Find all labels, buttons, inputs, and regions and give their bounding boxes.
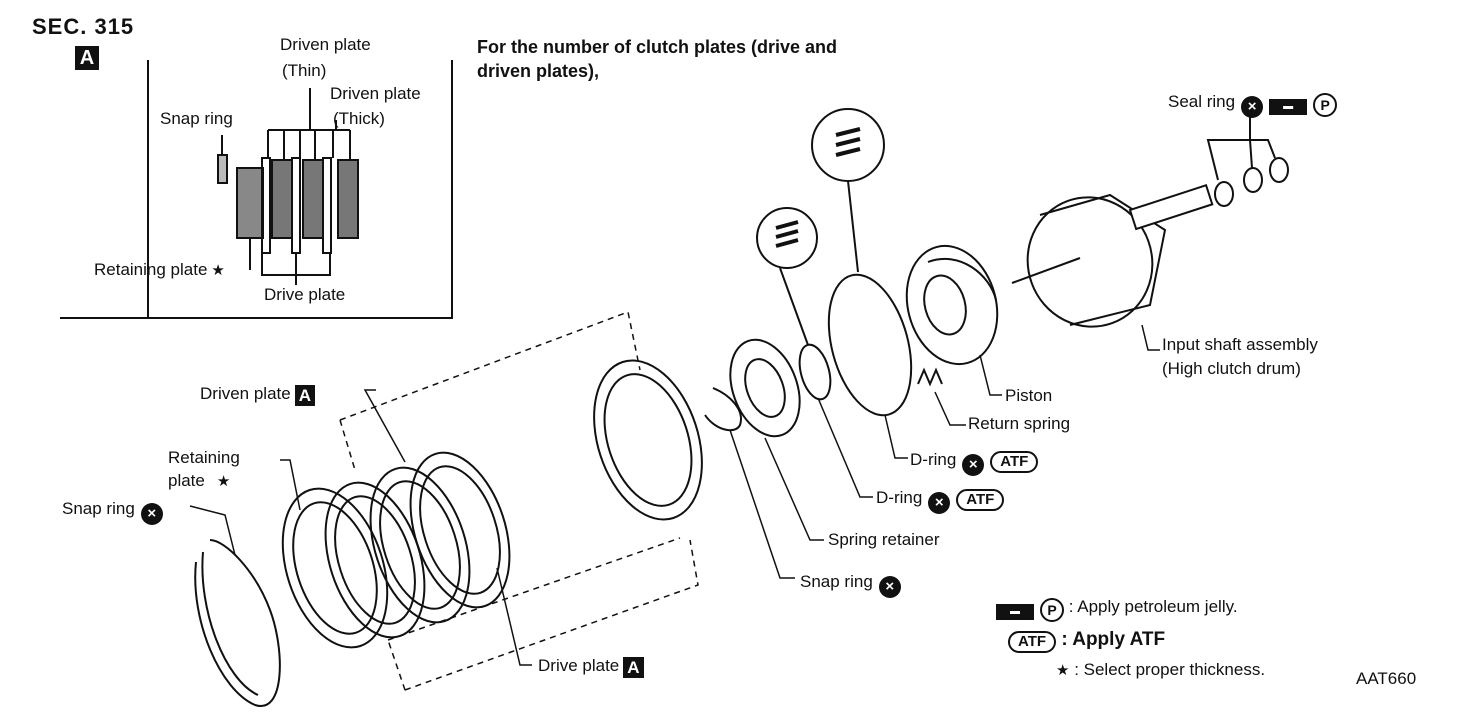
outer-snap-ring xyxy=(194,539,281,707)
inset-driven-thick-sub: (Thick) xyxy=(333,109,385,128)
note-line-2: driven plates), xyxy=(477,61,600,81)
inset-snap-ring xyxy=(217,154,228,184)
clutch-plate-1 xyxy=(324,481,426,639)
star-icon: ★ xyxy=(211,262,225,279)
retaining-plate-label-2: plate★ xyxy=(168,471,231,490)
snap-ring-inner-label: Snap ring× xyxy=(800,573,901,598)
legend-petroleum: ▬P : Apply petroleum jelly. xyxy=(996,598,1238,622)
return-spring-label: Return spring xyxy=(968,414,1071,433)
d-ring-callout-outer xyxy=(811,108,885,182)
input-shaft-label: Input shaft assembly xyxy=(1162,335,1318,354)
inset-plate-3 xyxy=(291,157,301,254)
inset-driven-thick-label: Driven plate xyxy=(330,84,421,103)
inset-retaining-plate xyxy=(236,167,264,239)
inset-leaders xyxy=(221,88,351,285)
high-clutch-drum xyxy=(1026,196,1154,328)
piston-label: Piston xyxy=(1005,386,1053,405)
seal-ring-1 xyxy=(1214,181,1234,207)
inset-plate-1 xyxy=(261,157,271,254)
figure-code: AAT660 xyxy=(1356,669,1417,688)
inset-retaining-plate-label: Retaining plate★ xyxy=(94,260,225,279)
spring-retainer xyxy=(729,338,801,438)
return-spring xyxy=(917,367,943,387)
seal-ring-2 xyxy=(1243,167,1263,193)
retaining-plate-label-1: Retaining xyxy=(168,448,240,467)
clutch-plate-3 xyxy=(409,451,511,609)
inset-driven-thin-sub: (Thin) xyxy=(282,61,327,80)
legend-atf: ATF : Apply ATF xyxy=(1008,630,1165,653)
replace-icon: × xyxy=(928,492,951,514)
inset-tag-a: A xyxy=(75,46,99,70)
input-shaft xyxy=(1128,184,1214,231)
d-ring-outer-label: D-ring×ATF xyxy=(910,451,1039,476)
star-icon: ★ xyxy=(216,473,231,490)
replace-icon: × xyxy=(140,503,163,525)
petroleum-icon: P xyxy=(1040,598,1064,622)
tag-a-icon: A xyxy=(294,385,315,406)
leaders xyxy=(189,324,1160,666)
inset-drive-plate-label: Drive plate xyxy=(264,285,346,304)
d-ring-callout-inner xyxy=(756,207,818,269)
note-line-1: For the number of clutch plates (drive a… xyxy=(477,37,838,57)
seal-ring-3 xyxy=(1269,157,1289,183)
d-ring-inner-label: D-ring×ATF xyxy=(876,489,1005,514)
retaining-plate xyxy=(281,487,389,649)
replace-icon: × xyxy=(962,454,985,476)
spring-retainer-label: Spring retainer xyxy=(828,530,940,549)
petroleum-jelly-icon: ▬ xyxy=(1269,99,1308,115)
clutch-plate-2 xyxy=(369,466,471,624)
tag-a-icon: A xyxy=(623,657,644,678)
section-title: SEC. 315 xyxy=(32,14,135,39)
inner-d-ring xyxy=(798,343,832,401)
star-icon: ★ xyxy=(1056,662,1070,679)
inset-snap-ring-label: Snap ring xyxy=(160,109,233,128)
inner-snap-ring xyxy=(704,387,742,432)
inset-driven-thin-label: Driven plate xyxy=(280,35,371,54)
inset-plate-6 xyxy=(337,159,359,239)
petroleum-icon: P xyxy=(1313,93,1338,117)
legend-star: ★ : Select proper thickness. xyxy=(1056,660,1266,679)
outer-d-ring xyxy=(827,273,913,417)
seal-ring-label: Seal ring×▬P xyxy=(1168,93,1338,118)
inset-plate-2 xyxy=(271,159,293,239)
assembly-guide xyxy=(339,310,699,691)
inset-plate-5 xyxy=(322,157,332,254)
inset-plate-4 xyxy=(302,159,324,239)
snap-ring-outer-label: Snap ring× xyxy=(62,500,163,525)
atf-icon: ATF xyxy=(990,451,1039,473)
atf-icon: ATF xyxy=(956,489,1005,511)
input-shaft-sub-label: (High clutch drum) xyxy=(1162,359,1301,378)
replace-icon: × xyxy=(878,576,901,598)
petroleum-jelly-icon: ▬ xyxy=(996,604,1034,620)
replace-icon: × xyxy=(1241,96,1264,118)
inset-frame xyxy=(60,60,453,319)
atf-icon: ATF xyxy=(1008,631,1057,653)
clutch-plate-4 xyxy=(593,359,703,521)
